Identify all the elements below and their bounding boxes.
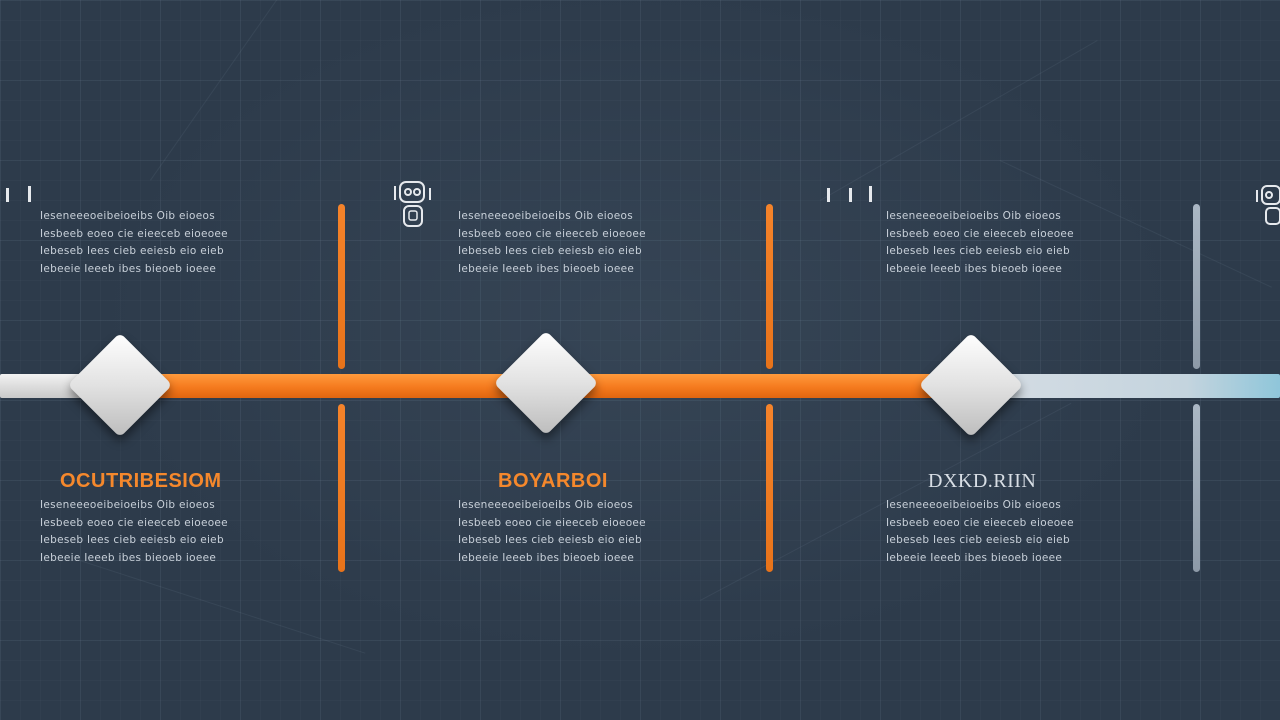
separator-line bbox=[338, 204, 345, 369]
separator-line bbox=[1193, 204, 1200, 369]
text-line: Iebeeie Ieeeb ibes bieoeb ioeee bbox=[886, 262, 1063, 275]
text-line: Iesbeeb eoeo cie eieeceb eioeoee bbox=[886, 516, 1074, 529]
bars-icon bbox=[827, 186, 872, 202]
text-line: Iebeseb Iees cieb eeiesb eio eieb bbox=[886, 534, 1070, 546]
text-line: Ieseneeeoeibeioeibs Oib eioeos bbox=[458, 210, 633, 222]
milestone-heading: DXKD.RIIN bbox=[928, 470, 1037, 492]
text-line: Ieseneeeoeibeioeibs Oib eioeos bbox=[886, 499, 1061, 511]
robot-face-icon bbox=[394, 181, 431, 227]
text-line: Iebeeie Ieeeb ibes bieoeb ioeee bbox=[40, 262, 217, 275]
separator-line bbox=[338, 404, 345, 572]
milestone-top-text: Ieseneeeoeibeioeibs Oib eioeos Iesbeeb e… bbox=[458, 208, 673, 278]
milestone-top-text: Ieseneeeoeibeioeibs Oib eioeos Iesbeeb e… bbox=[886, 208, 1101, 278]
text-line: Iesbeeb eoeo cie eieeceb eioeoee bbox=[458, 227, 646, 240]
text-line: Iebeeie Ieeeb ibes bieoeb ioeee bbox=[40, 551, 217, 564]
milestone-bottom-text: Ieseneeeoeibeioeibs Oib eioeos Iesbeeb e… bbox=[40, 497, 255, 567]
text-line: Ieseneeeoeibeioeibs Oib eioeos bbox=[40, 499, 215, 511]
text-line: Iesbeeb eoeo cie eieeceb eioeoee bbox=[886, 227, 1074, 240]
bars-icon bbox=[6, 186, 31, 202]
text-line: Iebeseb Iees cieb eeiesb eio eieb bbox=[458, 245, 642, 257]
text-line: Iebeseb Iees cieb eeiesb eio eieb bbox=[40, 534, 224, 546]
separator-line bbox=[766, 404, 773, 572]
text-line: Iebeeie Ieeeb ibes bieoeb ioeee bbox=[886, 551, 1063, 564]
text-line: Iebeseb Iees cieb eeiesb eio eieb bbox=[886, 245, 1070, 257]
robot-face-icon bbox=[1256, 185, 1280, 225]
milestone-heading: OCUTRIBESIOM bbox=[60, 470, 222, 492]
text-line: Ieseneeeoeibeioeibs Oib eioeos bbox=[886, 210, 1061, 222]
milestone-heading: BOYARBOI bbox=[498, 470, 608, 492]
text-line: Iebeeie Ieeeb ibes bieoeb ioeee bbox=[458, 262, 635, 275]
text-line: Iebeeie Ieeeb ibes bieoeb ioeee bbox=[458, 551, 635, 564]
text-line: Iesbeeb eoeo cie eieeceb eioeoee bbox=[458, 516, 646, 529]
separator-line bbox=[1193, 404, 1200, 572]
text-line: Iesbeeb eoeo cie eieeceb eioeoee bbox=[40, 516, 228, 529]
timeline-track-segment bbox=[970, 374, 1280, 398]
milestone-top-text: Ieseneeeoeibeioeibs Oib eioeos Iesbeeb e… bbox=[40, 208, 255, 278]
milestone-bottom-text: Ieseneeeoeibeioeibs Oib eioeos Iesbeeb e… bbox=[458, 497, 673, 567]
separator-line bbox=[766, 204, 773, 369]
text-line: Iebeseb Iees cieb eeiesb eio eieb bbox=[458, 534, 642, 546]
milestone-bottom-text: Ieseneeeoeibeioeibs Oib eioeos Iesbeeb e… bbox=[886, 497, 1101, 567]
text-line: Ieseneeeoeibeioeibs Oib eioeos bbox=[458, 499, 633, 511]
text-line: Iebeseb Iees cieb eeiesb eio eieb bbox=[40, 245, 224, 257]
text-line: Iesbeeb eoeo cie eieeceb eioeoee bbox=[40, 227, 228, 240]
text-line: Ieseneeeoeibeioeibs Oib eioeos bbox=[40, 210, 215, 222]
